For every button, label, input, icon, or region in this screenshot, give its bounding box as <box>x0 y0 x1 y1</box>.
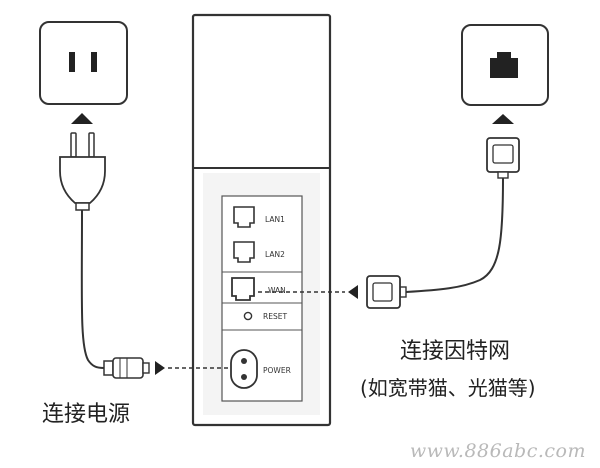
plug-strain-relief <box>75 202 90 211</box>
watermark: www.886abc.com <box>409 440 586 462</box>
lan1-label: LAN1 <box>265 215 285 224</box>
power-plug-icon <box>59 156 106 204</box>
power-pin-top <box>241 358 247 364</box>
power-port: POWER <box>230 349 291 389</box>
power-pin-bottom <box>241 374 247 380</box>
lan1-port: LAN1 <box>233 206 285 228</box>
barrel-body <box>112 357 144 379</box>
jack-up-arrow-icon <box>492 114 514 124</box>
barrel-collar <box>103 360 114 376</box>
wan-label: WAN <box>268 286 286 295</box>
lan2-label: LAN2 <box>265 250 285 259</box>
outlet-slot-left <box>69 52 75 72</box>
internet-examples-label: (如宽带猫、光猫等) <box>360 376 536 400</box>
rj45-connector-side <box>366 275 407 309</box>
wan-port: WAN <box>231 277 286 301</box>
lan1-port-icon <box>233 206 255 228</box>
barrel-tip <box>142 362 150 374</box>
power-label: POWER <box>263 366 291 375</box>
wan-port-icon <box>231 277 255 301</box>
power-plug <box>59 132 106 211</box>
rj45-top-inner <box>492 144 514 164</box>
reset-button: RESET <box>243 311 287 321</box>
power-socket-icon <box>230 349 258 389</box>
power-right-arrow-icon <box>155 361 165 375</box>
power-barrel-connector <box>103 357 150 379</box>
rj45-connector-top <box>486 137 520 179</box>
plug-prong-right <box>88 132 95 158</box>
rj45-top-boot <box>497 171 509 179</box>
lan2-port: LAN2 <box>233 241 285 263</box>
rj45-side-inner <box>372 282 393 302</box>
power-connection-label: 连接电源 <box>42 402 131 427</box>
jack-socket-body <box>490 58 518 78</box>
power-cable <box>80 209 105 369</box>
wan-left-arrow-icon <box>348 285 358 299</box>
plug-up-arrow-icon <box>71 113 93 124</box>
internet-connection-label: 连接因特网 <box>400 339 511 364</box>
router: LAN1 LAN2 WAN RESET POWER <box>191 13 332 427</box>
reset-label: RESET <box>263 312 287 321</box>
reset-hole-icon <box>243 311 253 321</box>
ethernet-cable <box>405 177 504 293</box>
lan2-port-icon <box>233 241 255 263</box>
internet-wall-jack <box>461 24 549 106</box>
outlet-slot-right <box>91 52 97 72</box>
jack-socket-tab <box>497 52 511 59</box>
plug-prong-left <box>70 132 77 158</box>
power-outlet-icon <box>39 21 128 105</box>
power-outlet <box>39 21 128 105</box>
